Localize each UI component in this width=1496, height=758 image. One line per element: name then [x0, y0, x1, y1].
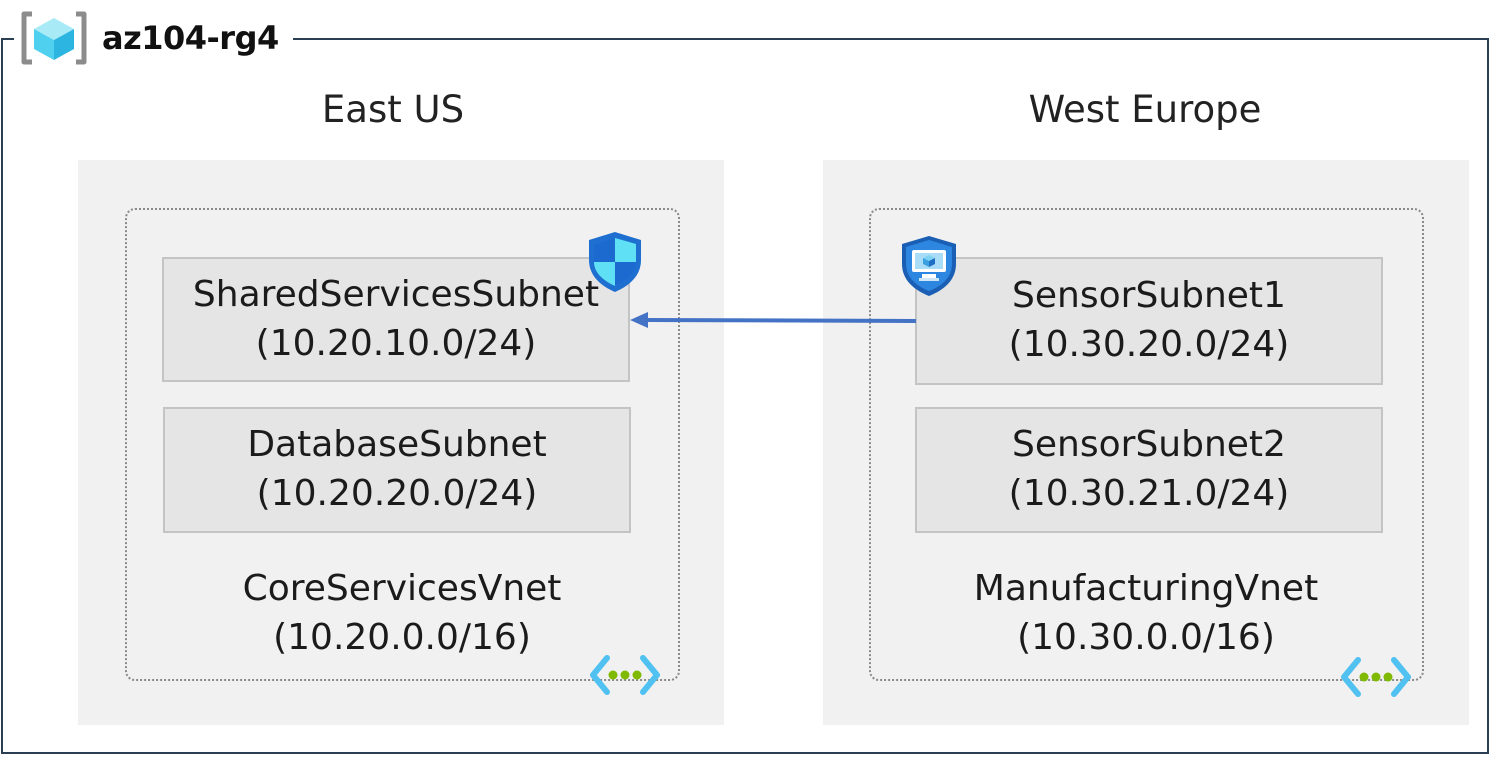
region-label-west-europe: West Europe: [1028, 88, 1262, 131]
vnet-cidr: (10.20.0.0/16): [273, 616, 531, 658]
resource-group-header: az104-rg4: [14, 6, 293, 70]
vnet-cidr: (10.30.0.0/16): [1017, 616, 1275, 658]
connection-arrowhead: [630, 312, 648, 328]
region-label-east-us: East US: [321, 88, 465, 131]
subnet-name: SensorSubnet1: [1012, 275, 1286, 317]
resource-group-frame: [1, 38, 1489, 754]
virtual-network-icon: [590, 655, 660, 695]
resource-group-name: az104-rg4: [102, 19, 279, 57]
subnet-cidr: (10.20.20.0/24): [256, 473, 538, 514]
vnet-name: ManufacturingVnet: [973, 568, 1319, 609]
vnet-label-manufacturing: ManufacturingVnet (10.30.0.0/16): [974, 565, 1318, 663]
subnet-sensor-2[interactable]: SensorSubnet2 (10.30.21.0/24): [915, 407, 1383, 533]
virtual-network-icon: [1341, 657, 1411, 697]
subnet-database[interactable]: DatabaseSubnet (10.20.20.0/24): [163, 407, 631, 533]
vnet-manufacturing: [869, 208, 1424, 681]
virtual-machine-shield-icon[interactable]: [898, 234, 960, 298]
subnet-sensor-1[interactable]: SensorSubnet1 (10.30.20.0/24): [915, 257, 1383, 385]
subnet-cidr: (10.20.10.0/24): [255, 322, 537, 364]
subnet-name: SensorSubnet2: [1012, 424, 1286, 466]
subnet-name: SharedServicesSubnet: [192, 273, 600, 315]
vnet-name: CoreServicesVnet: [242, 568, 562, 609]
connection-line: [644, 318, 917, 323]
network-security-group-icon[interactable]: [585, 230, 645, 294]
resource-group-icon: [21, 11, 87, 65]
subnet-name: DatabaseSubnet: [247, 424, 547, 466]
vnet-label-core-services: CoreServicesVnet (10.20.0.0/16): [243, 565, 562, 663]
subnet-cidr: (10.30.21.0/24): [1008, 473, 1290, 514]
subnet-shared-services[interactable]: SharedServicesSubnet (10.20.10.0/24): [162, 257, 630, 382]
vnet-core-services: [125, 208, 680, 681]
subnet-cidr: (10.30.20.0/24): [1008, 324, 1290, 365]
